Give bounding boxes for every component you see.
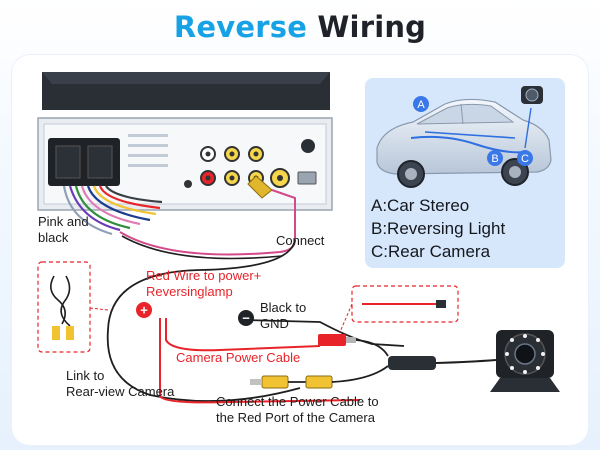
label-connect-power: Connect the Power Cable to the Red Port …: [216, 394, 379, 425]
label-connect: Connect: [276, 233, 325, 248]
label-black-gnd: Black to GND: [260, 300, 307, 331]
title-rest: Wiring: [317, 10, 427, 44]
minus-symbol: −: [242, 311, 250, 326]
legend-item-b: B:Reversing Light: [371, 219, 506, 238]
rca-lead-callout: [37, 261, 109, 353]
junction-box: [388, 356, 436, 370]
callout-b: B: [491, 153, 498, 165]
car-illustration: A B C: [376, 86, 552, 188]
legend-item-c: C:Rear Camera: [371, 242, 491, 261]
callout-a: A: [417, 99, 425, 111]
plus-symbol: +: [140, 303, 148, 318]
callout-c-marker: [517, 150, 533, 166]
rca-cable: [250, 365, 389, 389]
minus-badge: [238, 310, 254, 326]
extension-cable-callout: [339, 285, 459, 333]
callout-c: C: [521, 153, 529, 165]
mini-camera-icon: [521, 86, 543, 149]
harness-wires: [62, 185, 163, 236]
dc-plug: [318, 334, 389, 357]
rca-jacks: [184, 139, 317, 188]
legend-item-a: A:Car Stereo: [371, 196, 470, 215]
page-title: Reverse Wiring: [0, 10, 600, 44]
label-red-wire: Red Wire to power+ Reversinglamp: [146, 268, 262, 299]
label-link-camera: Link to Rear-view Camera: [66, 368, 175, 399]
label-pink-black: Pink and black: [38, 214, 89, 245]
legend-panel: A B C A:Car Stereo B:Reversing Light C:R…: [365, 78, 565, 268]
callout-a-marker: [413, 96, 429, 112]
plus-badge: [136, 302, 152, 318]
label-camera-power-cable: Camera Power Cable: [176, 350, 301, 365]
title-highlight: Reverse: [173, 10, 308, 44]
callout-b-marker: [487, 150, 503, 166]
rear-camera: [490, 330, 560, 392]
